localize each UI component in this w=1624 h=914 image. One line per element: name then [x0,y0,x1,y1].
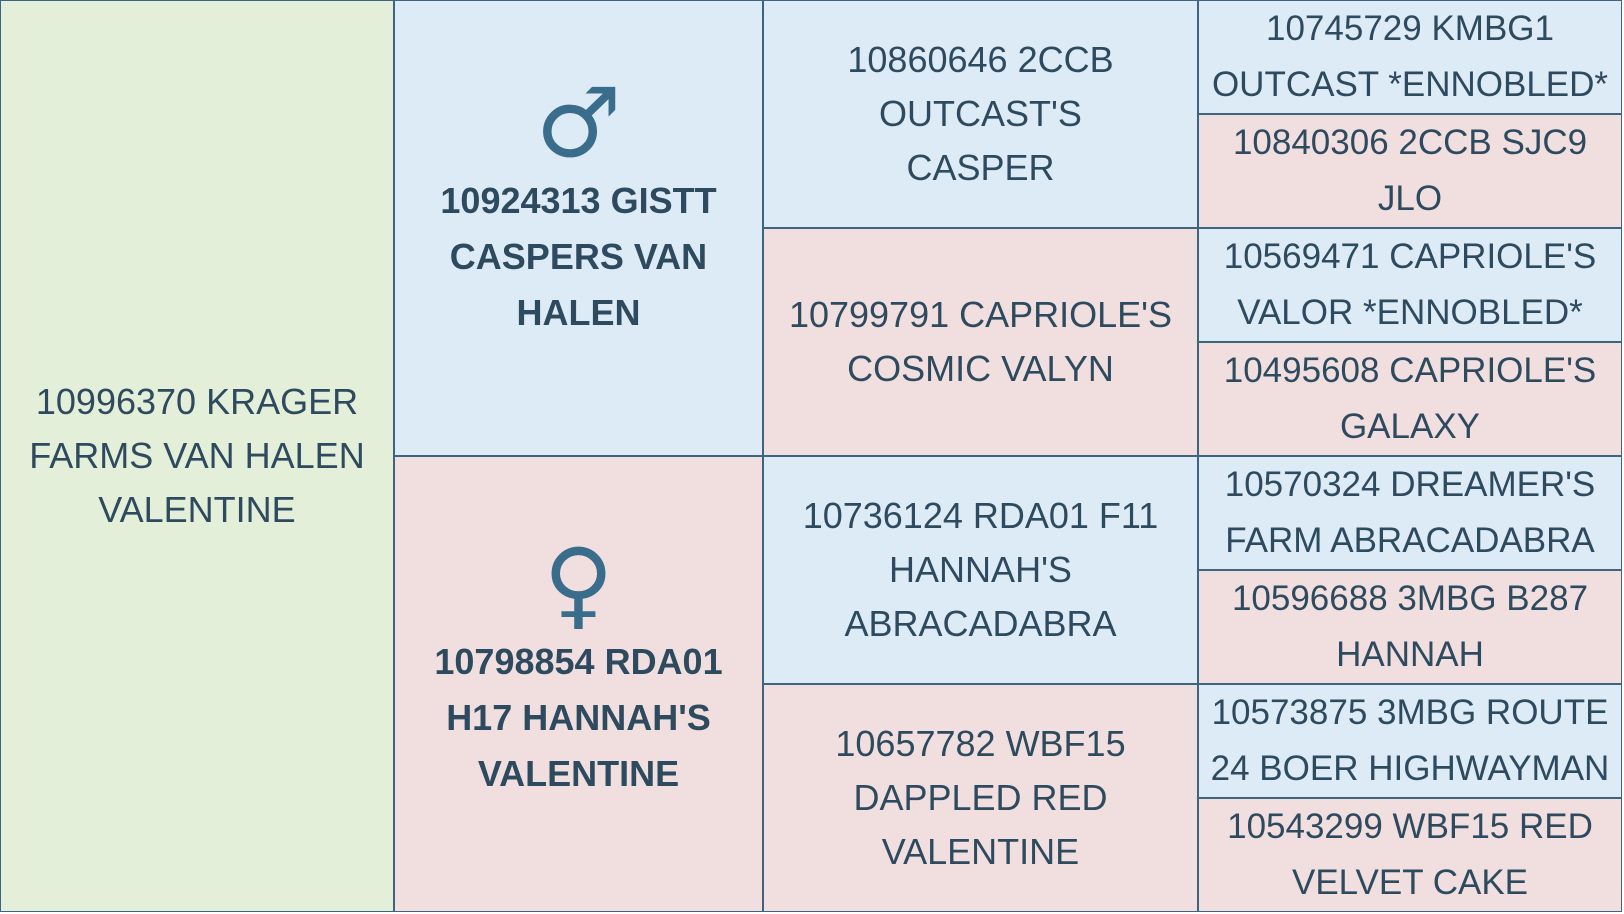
great-grandparent-name[interactable]: 10543299 WBF15 RED VELVET CAKE [1227,807,1593,902]
sire-sire-name[interactable]: 10860646 2CCB OUTCAST'S CASPER [847,39,1114,188]
dam-cell[interactable]: ♀ 10798854 RDA01 H17 HANNAH'S VALENTINE [395,457,762,911]
great-grandparent-cell[interactable]: 10573875 3MBG ROUTE 24 BOER HIGHWAYMAN [1199,685,1621,797]
sire-dam-name[interactable]: 10799791 CAPRIOLE'S COSMIC VALYN [788,294,1173,389]
great-grandparent-cell[interactable]: 10596688 3MBG B287 HANNAH [1199,571,1621,683]
dam-dam-name[interactable]: 10657782 WBF15 DAPPLED RED VALENTINE [835,723,1126,872]
great-grandparent-cell[interactable]: 10495608 CAPRIOLE'S GALAXY [1199,343,1621,455]
great-grandparent-name[interactable]: 10569471 CAPRIOLE'S VALOR *ENNOBLED* [1223,237,1597,332]
great-grandparent-cell[interactable]: 10745729 KMBG1 OUTCAST *ENNOBLED* [1199,1,1621,113]
great-grandparent-name[interactable]: 10596688 3MBG B287 HANNAH [1231,579,1589,674]
great-grandparent-name[interactable]: 10745729 KMBG1 OUTCAST *ENNOBLED* [1211,9,1609,104]
great-grandparent-cell[interactable]: 10840306 2CCB SJC9 JLO [1199,115,1621,227]
great-grandparent-cell[interactable]: 10569471 CAPRIOLE'S VALOR *ENNOBLED* [1199,229,1621,341]
great-grandparent-name[interactable]: 10840306 2CCB SJC9 JLO [1232,123,1588,218]
great-grandparent-name[interactable]: 10495608 CAPRIOLE'S GALAXY [1223,351,1597,446]
dam-sire-name[interactable]: 10736124 RDA01 F11 HANNAH'S ABRACADABRA [802,495,1159,644]
great-grandparent-name[interactable]: 10573875 3MBG ROUTE 24 BOER HIGHWAYMAN [1210,693,1610,788]
great-grandparent-name[interactable]: 10570324 DREAMER'S FARM ABRACADABRA [1224,465,1596,560]
dam-sire-cell[interactable]: 10736124 RDA01 F11 HANNAH'S ABRACADABRA [764,457,1197,683]
great-grandparent-cell[interactable]: 10570324 DREAMER'S FARM ABRACADABRA [1199,457,1621,569]
sire-name[interactable]: 10924313 GISTT CASPERS VAN HALEN [440,180,717,333]
great-grandparent-cell[interactable]: 10543299 WBF15 RED VELVET CAKE [1199,799,1621,911]
sire-sire-cell[interactable]: 10860646 2CCB OUTCAST'S CASPER [764,1,1197,227]
male-symbol-icon: ♂ [535,67,622,180]
sire-cell[interactable]: ♂ 10924313 GISTT CASPERS VAN HALEN [395,1,762,455]
dam-name[interactable]: 10798854 RDA01 H17 HANNAH'S VALENTINE [434,641,723,794]
dam-dam-cell[interactable]: 10657782 WBF15 DAPPLED RED VALENTINE [764,685,1197,911]
subject-animal-cell[interactable]: 10996370 KRAGER FARMS VAN HALEN VALENTIN… [1,1,393,911]
female-symbol-icon: ♀ [543,528,614,641]
sire-dam-cell[interactable]: 10799791 CAPRIOLE'S COSMIC VALYN [764,229,1197,455]
subject-animal-name[interactable]: 10996370 KRAGER FARMS VAN HALEN VALENTIN… [29,381,365,530]
